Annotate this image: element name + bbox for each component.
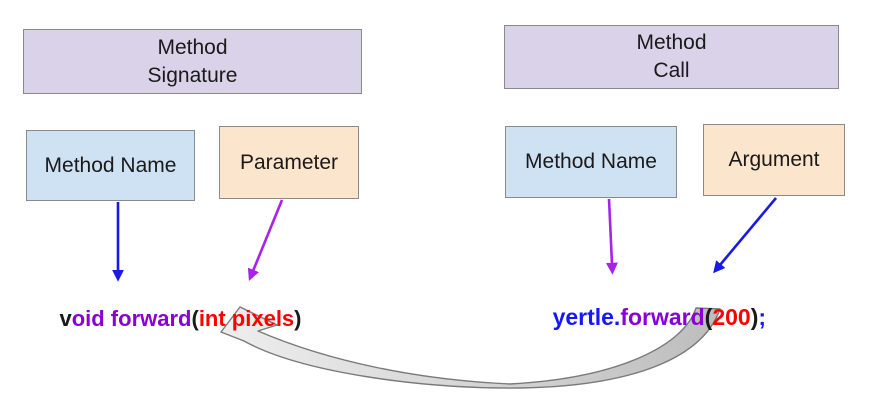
argument-box: Argument bbox=[703, 124, 845, 196]
method-name-label-signature: Method Name bbox=[44, 153, 177, 177]
call-code-segment: ( bbox=[704, 304, 713, 330]
method-signature-box: Method Signature bbox=[23, 29, 362, 94]
method-name-box-call: Method Name bbox=[505, 126, 677, 198]
signature-code-segment: int pixels bbox=[198, 306, 295, 331]
call-code-segment: ) bbox=[750, 304, 759, 330]
signature-code-line: void forward(int pixels) bbox=[35, 280, 302, 358]
method-call-title-line1: Method bbox=[636, 31, 707, 54]
argument-pointer-arrow bbox=[713, 197, 777, 274]
argument-label: Argument bbox=[728, 148, 820, 171]
call-code-line: yertle.forward(200); bbox=[527, 277, 767, 358]
call-code-segment: yertle. bbox=[552, 304, 621, 330]
method-call-box: Method Call bbox=[504, 25, 839, 89]
signature-code-segment: v bbox=[59, 306, 72, 331]
call-code-segment: ; bbox=[758, 304, 767, 330]
signature-code-segment: oid forward bbox=[71, 306, 192, 331]
parameter-pointer-arrow bbox=[247, 199, 284, 281]
method-name-pointer-arrow-call bbox=[605, 198, 618, 275]
method-signature-title-line2: Signature bbox=[147, 63, 238, 87]
signature-code-segment: ( bbox=[191, 306, 199, 331]
method-name-label-call: Method Name bbox=[525, 150, 657, 173]
method-name-box-signature: Method Name bbox=[26, 130, 195, 201]
parameter-box: Parameter bbox=[219, 126, 359, 199]
call-code-segment: 200 bbox=[712, 304, 751, 330]
method-call-title-line2: Call bbox=[653, 59, 690, 82]
method-signature-title-line1: Method bbox=[157, 35, 228, 59]
parameter-label: Parameter bbox=[239, 150, 339, 174]
signature-code-segment: ) bbox=[294, 306, 302, 331]
call-code-segment: forward bbox=[620, 304, 705, 330]
